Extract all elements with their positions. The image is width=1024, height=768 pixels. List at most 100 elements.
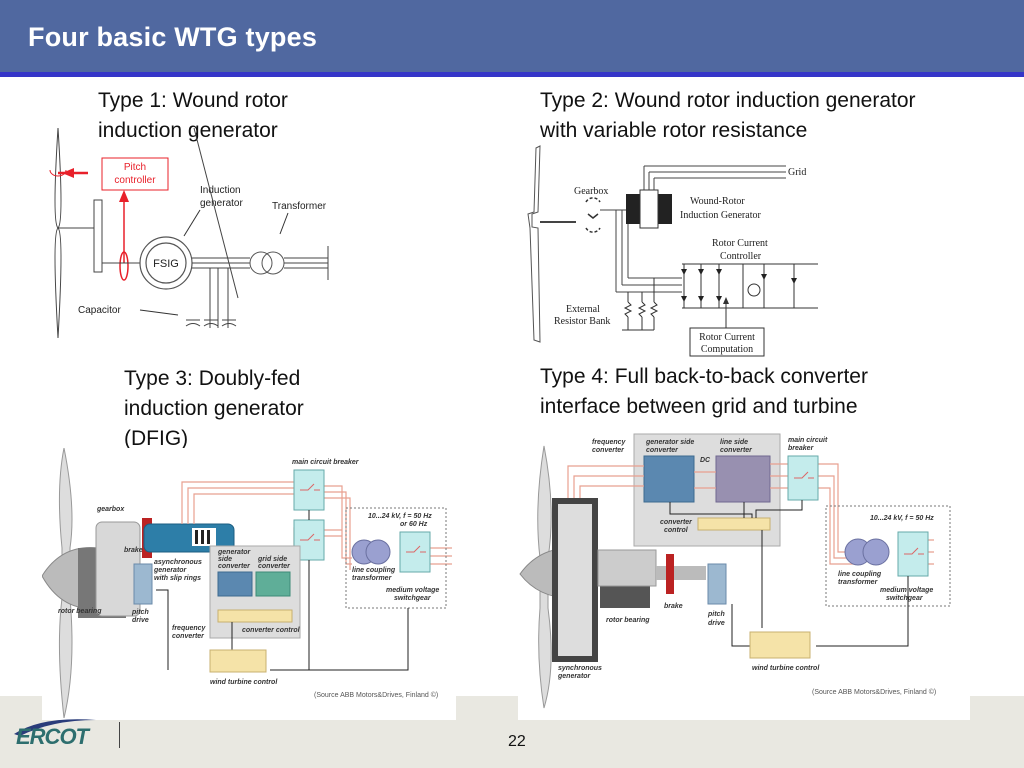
rccomp-label-1: Rotor Current xyxy=(699,332,755,343)
voltage-label: 10...24 kV, f = 50 Hz xyxy=(870,515,934,522)
transformer-label: Transformer xyxy=(272,201,327,212)
gearbox xyxy=(95,521,141,617)
mcb-label: main circuit breaker xyxy=(292,459,360,466)
mv-switch-label-1: medium voltage xyxy=(386,587,439,594)
async-gen-label-2: generator xyxy=(153,567,188,574)
power-lines xyxy=(567,463,934,565)
freq-conv-label-1: frequency xyxy=(592,439,627,446)
line-coupling-label-2: transformer xyxy=(838,579,879,586)
gearbox-label: Gearbox xyxy=(574,186,608,197)
rcc-label-1: Rotor Current xyxy=(712,238,768,249)
rotor-bearing-label: rotor bearing xyxy=(606,617,650,624)
type3-caption-line1: Type 3: Doubly-fed xyxy=(124,367,301,390)
pitch-drive xyxy=(133,563,153,605)
converter-control xyxy=(217,609,293,623)
freq-conv-label-2: converter xyxy=(592,447,625,454)
line-coupling-label-2: transformer xyxy=(352,575,393,582)
type1-caption-line2: induction generator xyxy=(98,119,278,142)
freq-conv-label-2: converter xyxy=(172,633,205,640)
wrig-label-1: Wound-Rotor xyxy=(690,196,745,207)
line-side-label-2: converter xyxy=(720,447,753,454)
line-coupling-label-1: line coupling xyxy=(838,571,882,578)
mv-switch-label-2: switchgear xyxy=(886,595,924,602)
brake xyxy=(666,554,674,594)
mcb-label-1: main circuit xyxy=(788,437,828,444)
converter-control xyxy=(697,517,771,531)
grid-side-label-1: grid side xyxy=(257,556,287,563)
mv-switch-label-2: switchgear xyxy=(394,595,432,602)
gen-side-label-2: converter xyxy=(646,447,679,454)
sync-gen-label-2: generator xyxy=(557,673,592,680)
source-credit: (Source ABB Motors&Drives, Finland ©) xyxy=(314,691,438,699)
pitch-drive-label-1: pitch xyxy=(131,609,149,616)
type3-diagram: gearbox brake asynchronous generator wit… xyxy=(42,448,456,718)
type4-caption: Type 4: Full back-to-back converter inte… xyxy=(540,362,868,422)
ercot-logo: ERCOT xyxy=(16,724,89,749)
type1-diagram: Pitch controller FSIG Induction generato… xyxy=(49,128,329,338)
gen-side-label-1: generator side xyxy=(645,439,694,446)
mv-switch-label-1: medium voltage xyxy=(880,587,933,594)
type3-caption-line2: induction generator xyxy=(124,397,304,420)
logo-divider xyxy=(119,722,120,748)
type4-caption-line1: Type 4: Full back-to-back converter xyxy=(540,365,868,388)
grid-side-label-2: converter xyxy=(258,563,291,570)
page-number: 22 xyxy=(508,733,526,750)
type1-caption-line1: Type 1: Wound rotor xyxy=(98,89,288,112)
rccomp-label-2: Computation xyxy=(701,344,753,355)
gear-shaft xyxy=(93,199,103,273)
ercot-logo-swoosh-icon xyxy=(14,719,96,736)
wtc-label: wind turbine control xyxy=(752,665,820,672)
wtc-label: wind turbine control xyxy=(210,679,278,686)
pitch-drive-label-2: drive xyxy=(708,620,725,627)
voltage-label-1: 10...24 kV, f = 50 Hz xyxy=(368,513,432,520)
generator-side-converter xyxy=(643,455,695,503)
source-credit: (Source ABB Motors&Drives, Finland ©) xyxy=(812,688,936,696)
type2-caption-line2: with variable rotor resistance xyxy=(540,119,808,142)
resistor-label-1: External xyxy=(566,304,600,315)
resistor-label-2: Resistor Bank xyxy=(554,316,610,327)
footer-band-left xyxy=(0,696,42,720)
grid-connection-area xyxy=(345,507,447,609)
pitch-drive xyxy=(707,563,727,605)
induction-gen-label-1: Induction xyxy=(200,185,241,196)
pitch-drive-label-1: pitch xyxy=(707,611,725,618)
converter-control-label: converter control xyxy=(242,627,301,634)
resistor-bank-icon xyxy=(622,278,659,331)
transformer-icon xyxy=(249,251,273,275)
brake-label: brake xyxy=(664,603,683,610)
capacitor-icons xyxy=(185,319,237,327)
fsig-label: FSIG xyxy=(153,258,179,270)
medium-voltage-switchgear xyxy=(399,531,431,573)
dc-label: DC xyxy=(700,457,711,464)
footer-band-middle xyxy=(456,696,518,720)
blade xyxy=(527,145,541,343)
pitch-controller-label-1: Pitch xyxy=(124,162,146,173)
type1-caption: Type 1: Wound rotor induction generator xyxy=(98,86,288,146)
mcb-label-2: breaker xyxy=(788,445,815,452)
grid-connection-area xyxy=(825,505,951,607)
slide-header xyxy=(0,0,1024,72)
type4-diagram: brake rotor bearing pitch drive synchron… xyxy=(516,428,970,718)
gen-side-label-3: converter xyxy=(218,563,251,570)
footer-band-right xyxy=(970,696,1024,720)
wind-turbine-control xyxy=(209,649,267,673)
blade xyxy=(54,128,62,338)
header-rule xyxy=(0,72,1024,77)
line-coupling-label-1: line coupling xyxy=(352,567,396,574)
grid-label: Grid xyxy=(788,167,806,178)
sync-gen-label-1: synchronous xyxy=(558,665,602,672)
generator-side-converter xyxy=(217,571,253,597)
type3-caption: Type 3: Doubly-fed induction generator (… xyxy=(124,364,304,454)
type3-caption-line3: (DFIG) xyxy=(124,427,189,450)
brake-label: brake xyxy=(124,547,143,554)
wrig-label-2: Induction Generator xyxy=(680,210,761,221)
async-gen-label-3: with slip rings xyxy=(154,575,201,582)
freq-conv-label-1: frequency xyxy=(172,625,207,632)
wind-turbine-control xyxy=(749,631,811,659)
capacitor-label: Capacitor xyxy=(78,305,121,316)
type2-diagram: Gearbox Grid Wound-Rotor Induction Gener… xyxy=(527,145,818,357)
gen-side-label-2: side xyxy=(218,556,232,563)
line-side-label-1: line side xyxy=(720,439,748,446)
grid-side-converter xyxy=(255,571,291,597)
type4-caption-line2: interface between grid and turbine xyxy=(540,395,858,418)
